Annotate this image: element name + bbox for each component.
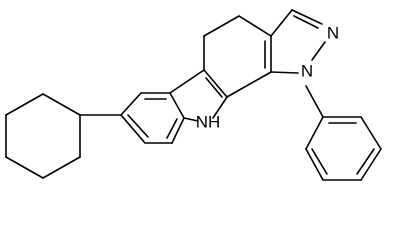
pyrazole-ring: [270, 9, 326, 74]
atom-label-n-upper: N: [327, 23, 339, 42]
central-fused-ring: [203, 15, 272, 98]
atom-label-nh: NH: [196, 112, 221, 131]
cyclohexyl-ring: [5, 93, 81, 179]
indole-pyrrole-ring: [169, 69, 228, 122]
indole-benzene-ring: [120, 92, 185, 144]
chemical-structure-diagram: N N NH: [5, 9, 382, 181]
atom-label-n-lower: N: [301, 61, 313, 80]
phenyl-linker-bond: [305, 85, 324, 118]
phenyl-ring: [305, 116, 382, 181]
